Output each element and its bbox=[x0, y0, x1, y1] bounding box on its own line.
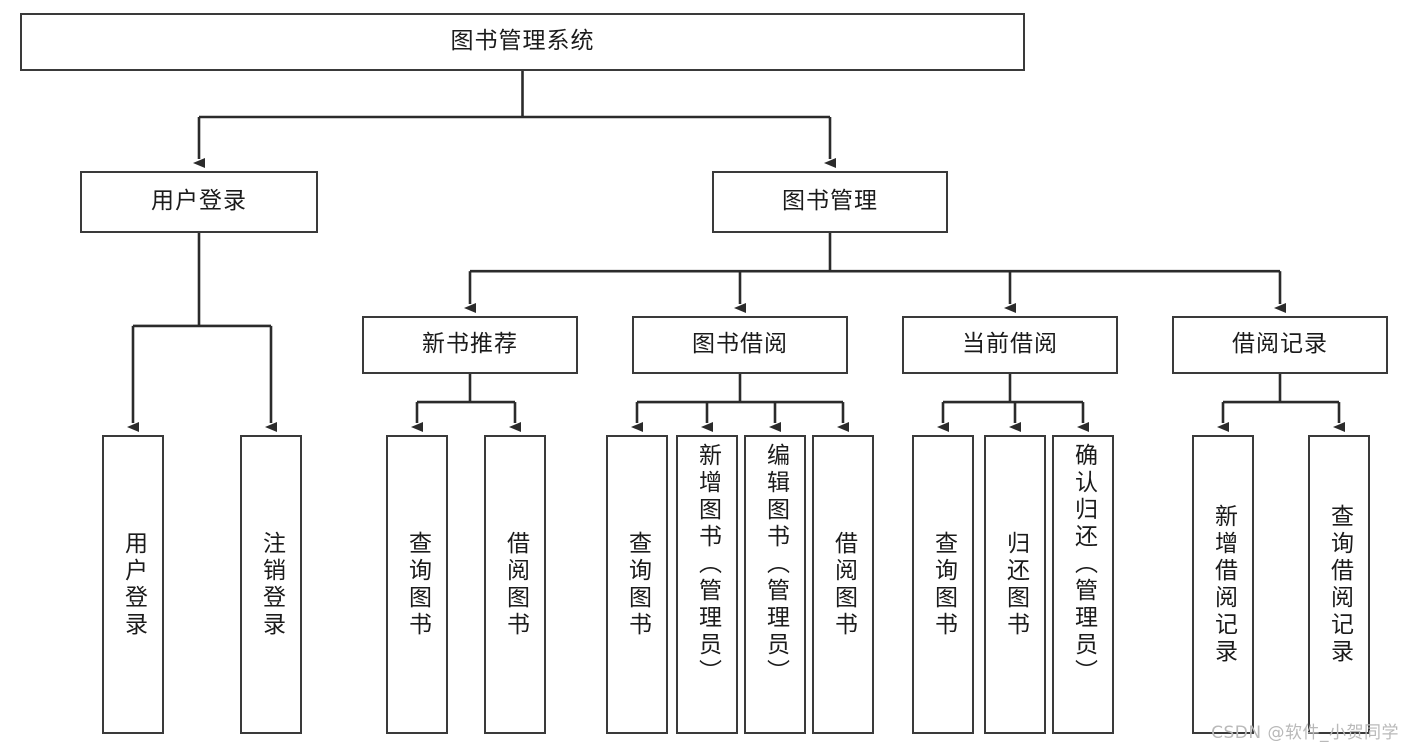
node-leaf-confirm-return[interactable]: 确认归还（管理员） bbox=[1052, 435, 1114, 734]
node-current-borrow[interactable]: 当前借阅 bbox=[902, 316, 1118, 374]
node-leaf-query-book-current[interactable]: 查询图书 bbox=[912, 435, 974, 734]
node-leaf-borrow-book[interactable]: 借阅图书 bbox=[812, 435, 874, 734]
node-label: 查询借阅记录 bbox=[1326, 503, 1353, 666]
node-leaf-add-borrow-record[interactable]: 新增借阅记录 bbox=[1192, 435, 1254, 734]
node-label: 图书管理系统 bbox=[450, 28, 595, 55]
node-label: 新增借阅记录 bbox=[1210, 503, 1237, 666]
node-label: 图书管理 bbox=[782, 188, 878, 215]
node-label: 借阅图书 bbox=[830, 530, 857, 639]
node-leaf-borrow-book-recommend[interactable]: 借阅图书 bbox=[484, 435, 546, 734]
node-label: 新书推荐 bbox=[422, 331, 518, 358]
node-leaf-query-book-recommend[interactable]: 查询图书 bbox=[386, 435, 448, 734]
node-label: 编辑图书（管理员） bbox=[762, 443, 789, 686]
node-leaf-query-book-borrow[interactable]: 查询图书 bbox=[606, 435, 668, 734]
node-label: 注销登录 bbox=[258, 530, 285, 639]
node-leaf-user-logout[interactable]: 注销登录 bbox=[240, 435, 302, 734]
node-label: 用户登录 bbox=[120, 530, 147, 639]
node-label: 归还图书 bbox=[1002, 530, 1029, 639]
node-borrow-record[interactable]: 借阅记录 bbox=[1172, 316, 1388, 374]
node-label: 用户登录 bbox=[151, 188, 247, 215]
node-book-borrow[interactable]: 图书借阅 bbox=[632, 316, 848, 374]
node-label: 查询图书 bbox=[930, 530, 957, 639]
node-label: 借阅记录 bbox=[1232, 331, 1328, 358]
node-label: 新增图书（管理员） bbox=[694, 443, 721, 686]
node-leaf-edit-book[interactable]: 编辑图书（管理员） bbox=[744, 435, 806, 734]
node-book-management[interactable]: 图书管理 bbox=[712, 171, 948, 233]
node-label: 借阅图书 bbox=[502, 530, 529, 639]
node-leaf-add-book[interactable]: 新增图书（管理员） bbox=[676, 435, 738, 734]
node-label: 图书借阅 bbox=[692, 331, 788, 358]
node-new-book-recommend[interactable]: 新书推荐 bbox=[362, 316, 578, 374]
node-label: 确认归还（管理员） bbox=[1070, 443, 1097, 686]
node-leaf-user-login[interactable]: 用户登录 bbox=[102, 435, 164, 734]
node-leaf-query-borrow-record[interactable]: 查询借阅记录 bbox=[1308, 435, 1370, 734]
node-user-login[interactable]: 用户登录 bbox=[80, 171, 318, 233]
node-leaf-return-book[interactable]: 归还图书 bbox=[984, 435, 1046, 734]
node-label: 查询图书 bbox=[404, 530, 431, 639]
node-root[interactable]: 图书管理系统 bbox=[20, 13, 1025, 71]
node-label: 查询图书 bbox=[624, 530, 651, 639]
csdn-watermark: CSDN @软件_小贺同学 bbox=[1211, 723, 1399, 743]
node-label: 当前借阅 bbox=[962, 331, 1058, 358]
